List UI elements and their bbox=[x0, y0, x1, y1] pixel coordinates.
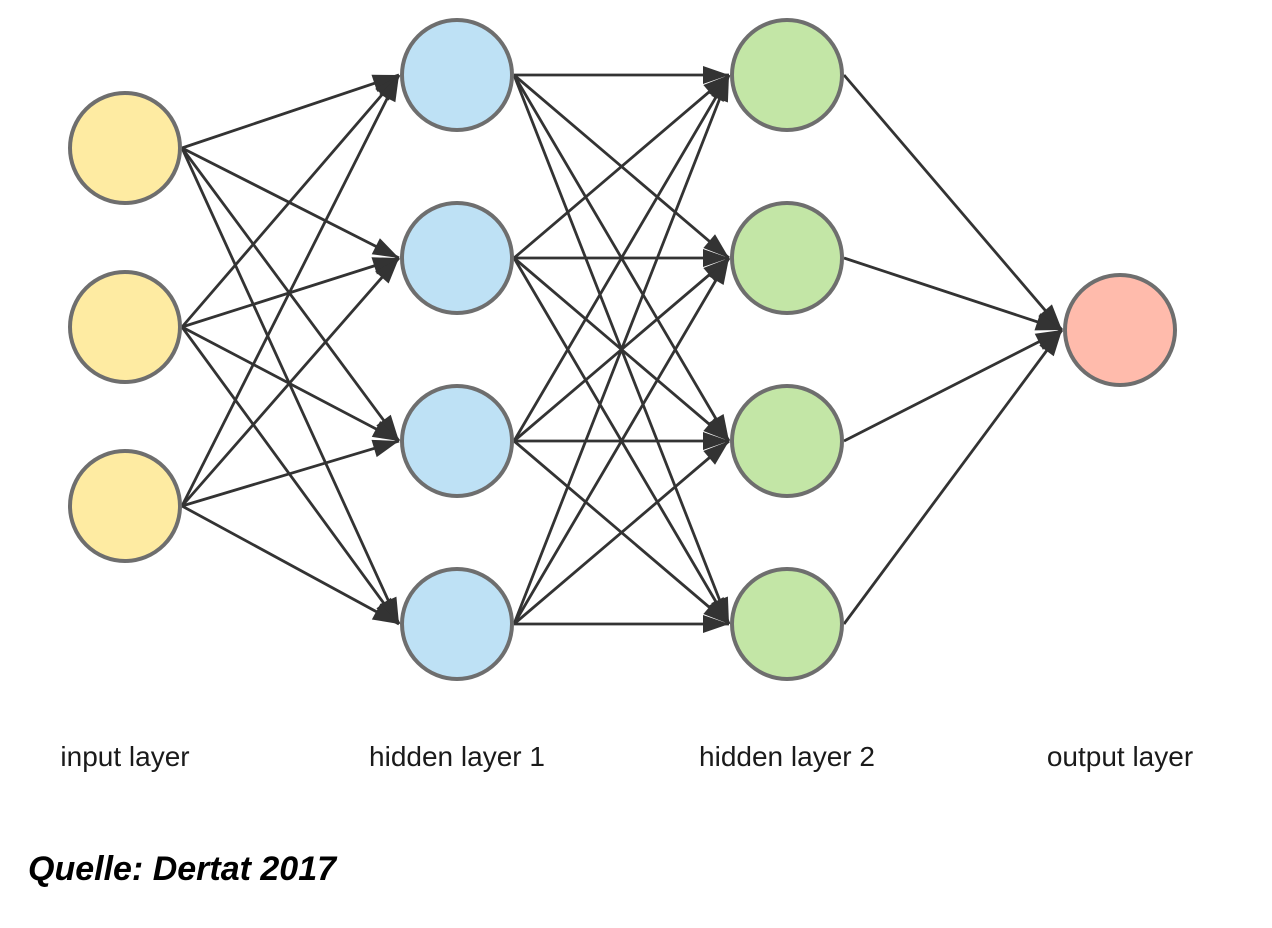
label-hidden-layer-2: hidden layer 2 bbox=[699, 741, 875, 772]
node-input-3 bbox=[68, 449, 182, 563]
edge-hidden-1-2-to-hidden-2-1 bbox=[513, 73, 730, 260]
edge-input-2-to-hidden-1-4 bbox=[180, 326, 401, 625]
edge-hidden-2-4-to-output-1 bbox=[842, 329, 1064, 625]
edge-input-1-to-hidden-1-1 bbox=[181, 73, 400, 150]
node-hidden-2-1 bbox=[730, 18, 844, 132]
edge-input-2-to-hidden-1-1 bbox=[180, 74, 401, 328]
node-hidden-1-1 bbox=[400, 18, 514, 132]
node-hidden-1-2 bbox=[400, 201, 514, 315]
edge-input-3-to-hidden-1-4 bbox=[181, 504, 400, 626]
node-hidden-2-2 bbox=[730, 201, 844, 315]
edge-hidden-1-3-to-hidden-2-1 bbox=[512, 74, 731, 442]
edge-input-1-to-hidden-1-3 bbox=[180, 147, 401, 442]
edge-hidden-2-1-to-output-1 bbox=[842, 74, 1064, 331]
node-input-1 bbox=[68, 91, 182, 205]
label-hidden-layer-1: hidden layer 1 bbox=[369, 741, 545, 772]
label-output-layer: output layer bbox=[1046, 741, 1194, 772]
node-output-1 bbox=[1063, 273, 1177, 387]
node-hidden-1-3 bbox=[400, 384, 514, 498]
edge-hidden-1-4-to-hidden-2-1 bbox=[512, 74, 731, 625]
node-hidden-1-4 bbox=[400, 567, 514, 681]
source-caption: Quelle: Dertat 2017 bbox=[28, 850, 337, 888]
edge-hidden-2-2-to-output-1 bbox=[843, 256, 1063, 332]
node-hidden-2-4 bbox=[730, 567, 844, 681]
node-input-2 bbox=[68, 270, 182, 384]
edge-hidden-2-3-to-output-1 bbox=[843, 328, 1063, 443]
label-input-layer: input layer bbox=[60, 741, 190, 772]
edge-input-3-to-hidden-1-2 bbox=[180, 257, 401, 507]
edge-input-3-to-hidden-1-3 bbox=[181, 439, 400, 508]
edge-input-1-to-hidden-1-4 bbox=[180, 147, 401, 625]
edge-hidden-1-4-to-hidden-2-3 bbox=[513, 439, 730, 626]
edge-input-3-to-hidden-1-1 bbox=[180, 74, 401, 507]
edge-hidden-1-4-to-hidden-2-2 bbox=[512, 257, 731, 625]
node-hidden-2-3 bbox=[730, 384, 844, 498]
